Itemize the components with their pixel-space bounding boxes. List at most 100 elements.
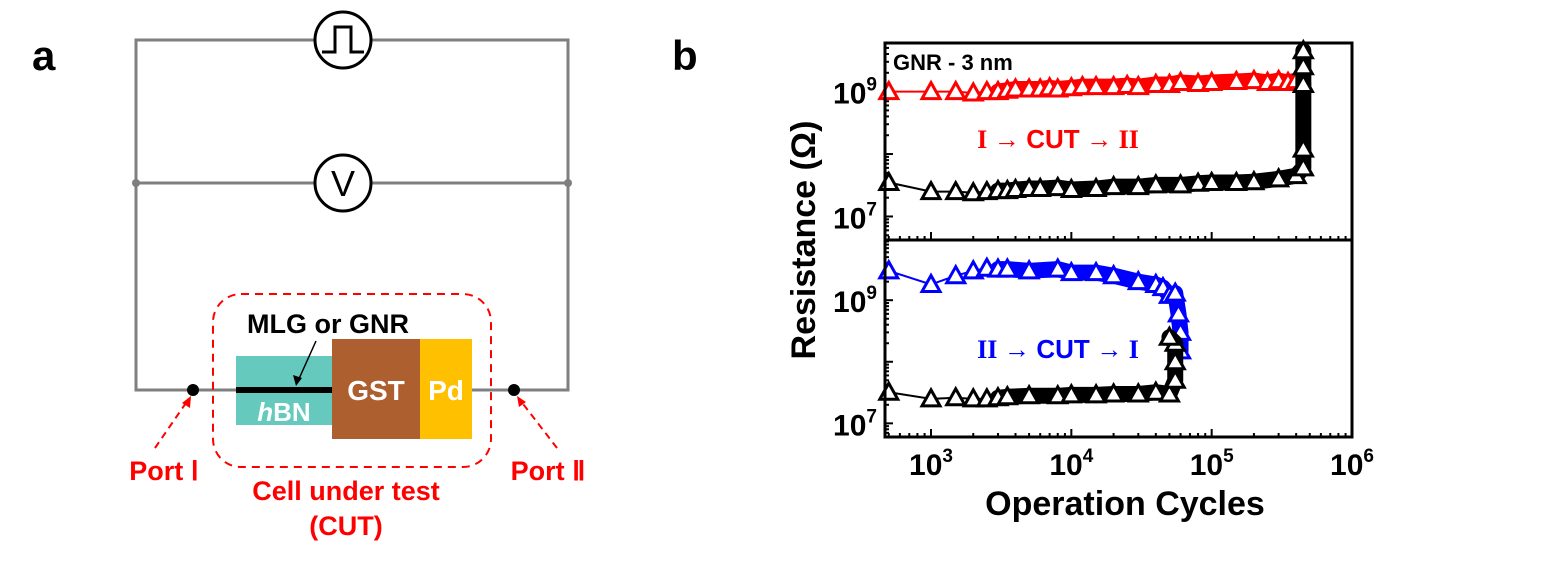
junction-dot xyxy=(564,179,572,187)
y-axis-label: Resistance (Ω) xyxy=(785,121,823,360)
data-point-high-resistance xyxy=(1126,74,1150,96)
x-tick-label: 106 xyxy=(1330,446,1374,482)
data-point-low-resistance xyxy=(1003,177,1028,199)
port1-arrowhead xyxy=(182,396,191,408)
data-point-high-resistance xyxy=(1242,68,1266,90)
data-point-low-resistance xyxy=(961,180,985,202)
data-point-low-resistance xyxy=(1017,383,1041,405)
direction-label: II → CUT → I xyxy=(977,334,1139,364)
data-point-high-resistance xyxy=(1003,76,1028,98)
x-axis-label: Operation Cycles xyxy=(985,485,1265,523)
data-point-low-resistance xyxy=(1059,382,1083,404)
data-point-low-resistance xyxy=(1102,381,1126,403)
data-point-low-resistance xyxy=(1084,382,1108,404)
data-point-low-resistance xyxy=(1028,176,1052,198)
data-point-high-resistance xyxy=(1224,69,1248,91)
x-tick-label: 105 xyxy=(1190,446,1234,482)
mlg-label: MLG or GNR xyxy=(247,309,409,339)
data-point-high-resistance xyxy=(877,258,901,280)
series-band-low-resistance xyxy=(989,42,1312,199)
junction-dot xyxy=(132,179,140,187)
data-point-low-resistance xyxy=(1186,171,1210,192)
gst-label: GST xyxy=(347,375,405,406)
data-point-low-resistance xyxy=(1291,155,1315,177)
panel-annotation: GNR - 3 nm xyxy=(893,50,1013,75)
data-point-low-resistance xyxy=(1168,172,1193,194)
data-point-low-resistance xyxy=(919,179,943,201)
cut-label: Cell under test xyxy=(252,476,440,506)
data-point-low-resistance xyxy=(1046,383,1070,405)
port1-dot xyxy=(187,384,199,396)
data-point-low-resistance xyxy=(1157,381,1181,403)
port1-label: Port Ⅰ xyxy=(129,456,198,486)
data-point-low-resistance xyxy=(1046,175,1070,197)
data-point-low-resistance xyxy=(1059,177,1083,199)
data-point-low-resistance xyxy=(1291,38,1315,60)
y-tick-label: 109 xyxy=(833,283,877,319)
cut-boundary xyxy=(212,293,492,468)
voltmeter-icon: V xyxy=(313,153,373,213)
data-point-high-resistance xyxy=(1084,260,1108,282)
data-point-low-resistance xyxy=(1267,166,1291,188)
data-point-low-resistance xyxy=(944,385,968,407)
panel-a-label: a xyxy=(32,32,56,79)
data-point-low-resistance xyxy=(1291,72,1315,93)
data-point-low-resistance xyxy=(1163,368,1187,389)
data-point-high-resistance xyxy=(1186,71,1210,92)
direction-label: I → CUT → II xyxy=(977,124,1139,154)
mlg-arrow xyxy=(297,340,317,382)
x-tick-label: 103 xyxy=(909,446,953,482)
data-point-high-resistance xyxy=(1017,258,1041,280)
data-point-high-resistance xyxy=(1166,301,1191,323)
data-point-high-resistance xyxy=(1070,74,1095,96)
data-point-high-resistance xyxy=(1084,74,1108,96)
data-point-low-resistance xyxy=(1084,176,1108,198)
data-point-low-resistance xyxy=(1126,381,1150,403)
port2-label: Port Ⅱ xyxy=(511,456,586,486)
port2-arrow xyxy=(519,399,558,449)
data-point-low-resistance xyxy=(1242,169,1266,191)
data-point-low-resistance xyxy=(1163,349,1187,371)
pd-label: Pd xyxy=(428,375,464,406)
port1-arrow xyxy=(154,399,189,449)
data-point-high-resistance xyxy=(1102,263,1126,285)
port2-dot xyxy=(508,384,520,396)
data-point-high-resistance xyxy=(1168,70,1193,91)
y-tick-label: 109 xyxy=(833,75,877,111)
data-point-high-resistance xyxy=(1059,260,1083,282)
pulse-source-icon xyxy=(313,10,373,70)
data-point-low-resistance xyxy=(1102,174,1126,196)
y-tick-label: 107 xyxy=(833,199,877,235)
data-point-low-resistance xyxy=(1291,137,1315,158)
data-point-high-resistance xyxy=(1126,269,1150,291)
data-point-high-resistance xyxy=(919,272,943,293)
data-point-low-resistance xyxy=(961,386,985,408)
data-point-low-resistance xyxy=(944,179,968,201)
data-point-high-resistance xyxy=(1200,70,1224,91)
data-point-low-resistance xyxy=(1224,170,1248,192)
data-point-high-resistance xyxy=(944,263,968,285)
data-point-high-resistance xyxy=(1046,257,1070,278)
hbn-label: hBN xyxy=(257,397,310,427)
data-point-low-resistance xyxy=(877,380,901,401)
data-point-low-resistance xyxy=(1200,170,1224,192)
pd-block xyxy=(420,339,472,439)
data-point-high-resistance xyxy=(1163,281,1187,302)
panel-b-label: b xyxy=(672,32,698,79)
port2-arrowhead xyxy=(517,396,526,407)
data-point-low-resistance xyxy=(1157,325,1181,346)
data-point-low-resistance xyxy=(919,386,943,408)
data-point-low-resistance xyxy=(877,170,901,192)
data-point-low-resistance xyxy=(995,384,1019,406)
x-tick-label: 104 xyxy=(1049,446,1093,482)
data-point-high-resistance xyxy=(1102,74,1126,96)
data-point-low-resistance xyxy=(1144,380,1168,401)
voltmeter-label: V xyxy=(331,163,355,204)
data-point-high-resistance xyxy=(995,257,1019,278)
data-point-low-resistance xyxy=(1291,54,1315,76)
wire-left xyxy=(134,38,315,392)
data-point-low-resistance xyxy=(1144,172,1168,194)
data-point-low-resistance xyxy=(1126,174,1150,196)
